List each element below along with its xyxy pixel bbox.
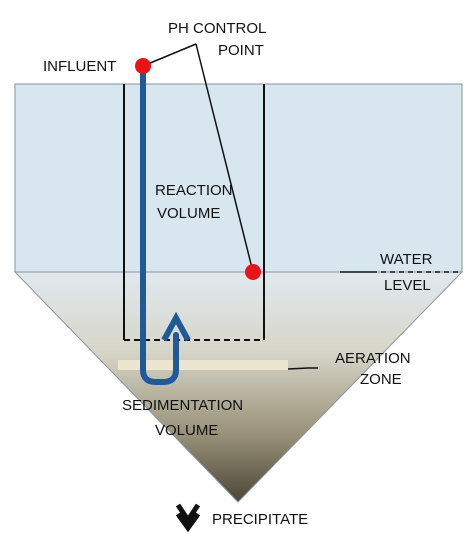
- aeration-label-2: ZONE: [360, 371, 402, 388]
- sedimentation-cone: [13, 271, 464, 503]
- ph-leader-line-2: [195, 43, 254, 273]
- aeration-leader-line: [287, 367, 318, 370]
- influent-label: INFLUENT: [43, 58, 116, 75]
- up-arrow-icon: [161, 311, 191, 342]
- water-label-1: WATER: [380, 251, 433, 268]
- influent-pipe: [140, 63, 179, 385]
- reaction-volume-area: [14, 83, 463, 273]
- reaction-label-1: REACTION: [155, 182, 233, 199]
- aeration-label-1: AERATION: [335, 350, 411, 367]
- ph-control-label-1: PH CONTROL: [168, 20, 266, 37]
- sedimentation-label-1: SEDIMENTATION: [122, 397, 243, 414]
- red-dot-icon: [245, 264, 261, 280]
- red-dot-icon: [135, 58, 151, 74]
- reaction-label-2: VOLUME: [157, 205, 220, 222]
- precipitate-label: PRECIPITATE: [212, 511, 308, 528]
- aeration-zone-band: [118, 360, 288, 370]
- sedimentation-label-2: VOLUME: [155, 422, 218, 439]
- water-label-2: LEVEL: [384, 277, 431, 294]
- chevron-down-icon: [175, 503, 201, 533]
- ph-leader-line-1: [142, 43, 197, 67]
- ph-control-label-2: POINT: [218, 42, 264, 59]
